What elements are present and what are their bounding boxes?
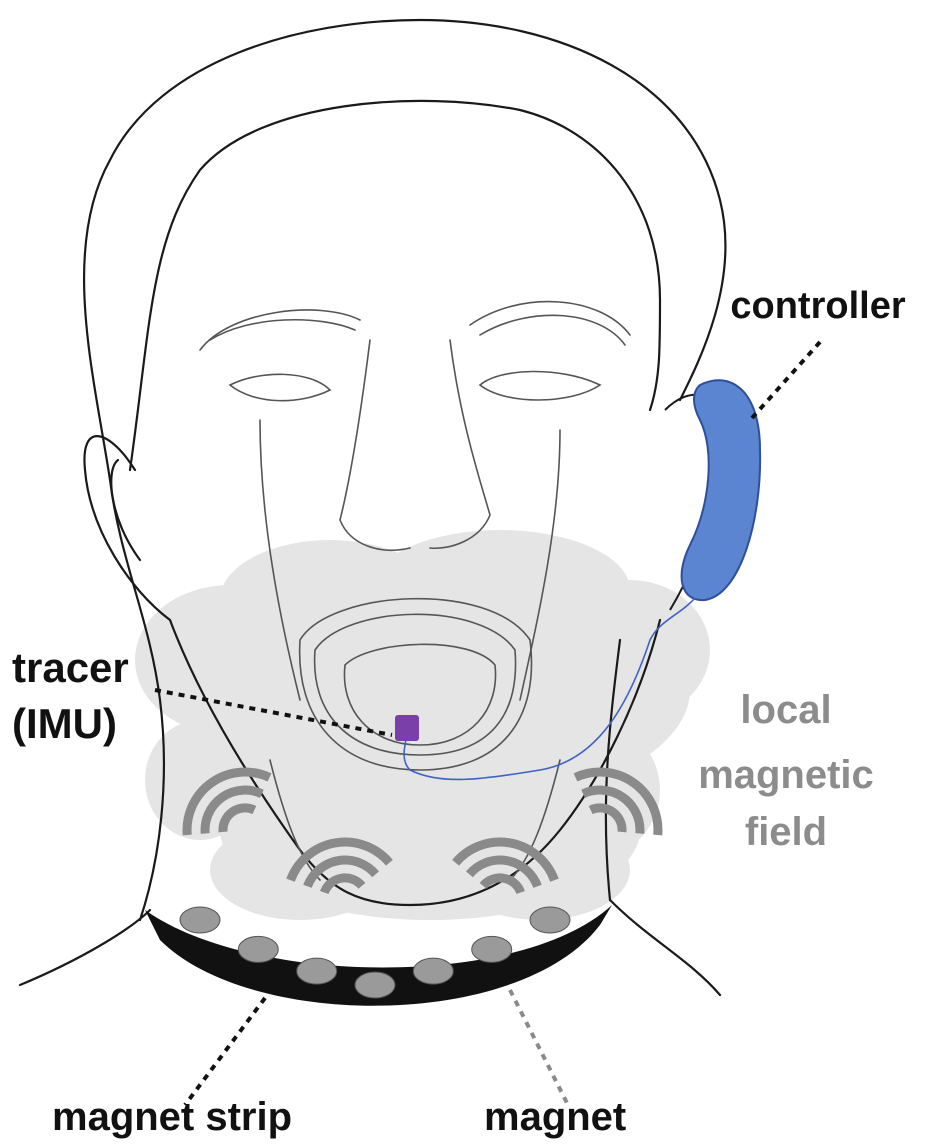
magnet-leader — [510, 990, 568, 1105]
field-label-line2: magnetic — [698, 753, 874, 797]
magnet-dot — [413, 958, 453, 984]
left-ear — [84, 436, 170, 620]
magnet-strip-leader — [185, 998, 265, 1105]
field-label-line1: local — [740, 688, 831, 732]
left-eyebrow — [200, 310, 360, 350]
magnet-dot — [355, 972, 395, 998]
magnet-dot — [297, 958, 337, 984]
right-eyebrow-2 — [480, 315, 625, 345]
tracer-label-line1: tracer — [12, 644, 129, 691]
left-eyebrow-2 — [210, 320, 355, 340]
magnet-dot — [238, 936, 278, 962]
left-eye — [230, 374, 330, 400]
magnet-dot — [530, 907, 570, 933]
controller-leader — [752, 342, 820, 418]
magnet-label: magnet — [484, 1095, 626, 1139]
field-label-line3: field — [745, 810, 827, 854]
neck-right — [610, 900, 720, 995]
controller-device — [682, 380, 761, 600]
magnet-strip-label: magnet strip — [52, 1095, 292, 1139]
hairline — [130, 101, 660, 470]
controller-label: controller — [730, 285, 905, 327]
left-ear-inner — [111, 460, 140, 560]
neck-left — [20, 910, 150, 985]
magnet-dot — [180, 907, 220, 933]
magnet-dot — [472, 936, 512, 962]
tracer-label-line2: (IMU) — [12, 700, 117, 747]
right-eyebrow — [470, 302, 630, 335]
tracer-imu — [395, 715, 419, 741]
nose-left — [340, 340, 410, 550]
right-eye — [480, 371, 600, 400]
nose-right — [430, 340, 490, 548]
